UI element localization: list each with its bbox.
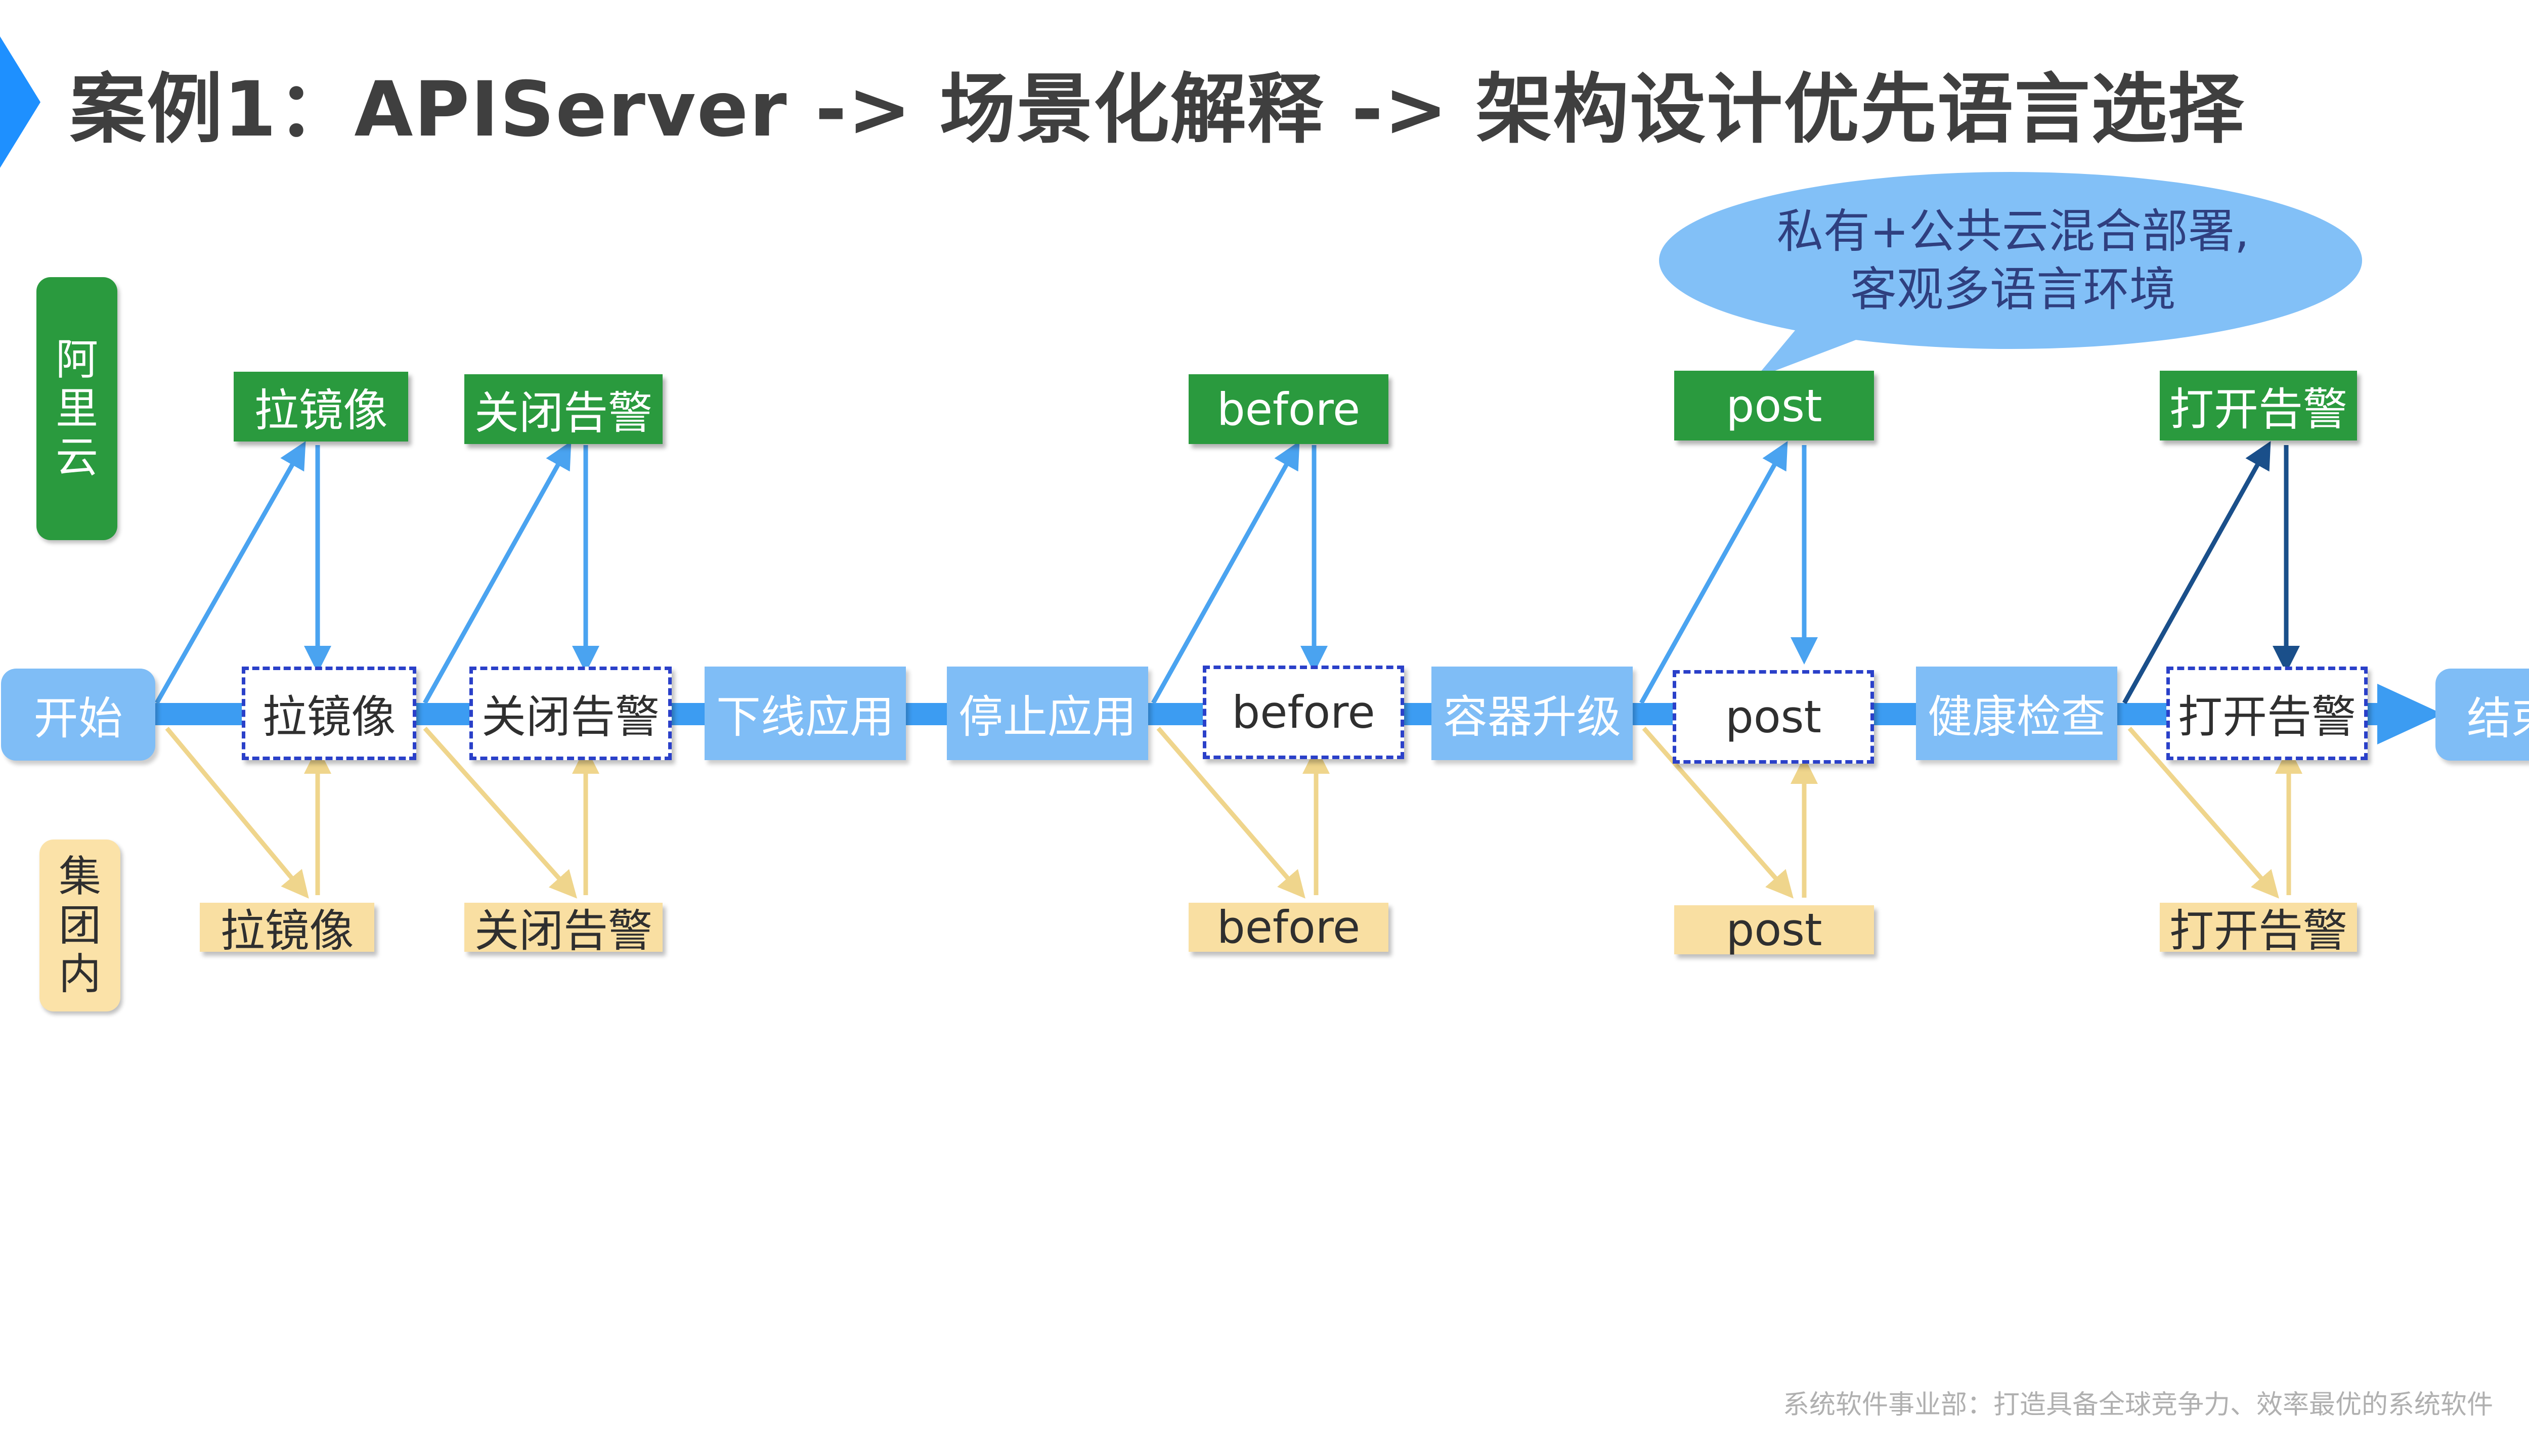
aliyun-pull-image: 拉镜像 xyxy=(234,372,408,442)
bubble-line-1: 私有+公共云混合部署, xyxy=(1776,204,2250,258)
flow-stop-app: 停止应用 xyxy=(947,667,1148,760)
arrow-to-group-pull xyxy=(165,727,309,899)
arrow-start-to-aliyun-pull xyxy=(155,441,306,704)
arrow-to-aliyun-close xyxy=(423,441,572,704)
flow-container-upgrade: 容器升级 xyxy=(1431,667,1633,760)
lane-label-group-text: 集 团 内 xyxy=(58,852,101,999)
group-pull-image: 拉镜像 xyxy=(200,903,374,957)
speech-bubble xyxy=(1659,172,2362,378)
lane-label-aliyun-text: 阿 里 云 xyxy=(55,335,98,482)
flow-pull-image: 拉镜像 xyxy=(242,667,416,760)
lane-label-group: 集 团 内 xyxy=(39,840,120,1011)
arrow-to-group-open xyxy=(2127,727,2279,899)
group-close-alarm: 关闭告警 xyxy=(464,903,663,957)
footer-slogan: 系统软件事业部：打造具备全球竞争力、效率最优的系统软件 xyxy=(1783,1390,2494,1420)
group-open-alarm: 打开告警 xyxy=(2160,903,2357,957)
arrow-to-group-before xyxy=(1156,727,1305,899)
aliyun-open-alarm: 打开告警 xyxy=(2160,371,2357,440)
flow-open-alarm: 打开告警 xyxy=(2166,667,2368,760)
aliyun-post: post xyxy=(1674,371,1874,440)
flow-offline-app: 下线应用 xyxy=(705,667,906,760)
aliyun-before: before xyxy=(1189,374,1388,444)
group-before: before xyxy=(1189,901,1388,953)
flow-start: 开始 xyxy=(1,669,155,761)
aliyun-close-alarm: 关闭告警 xyxy=(464,374,663,444)
arrow-to-aliyun-open xyxy=(2122,441,2271,704)
bubble-text: 私有+公共云混合部署, 客观多语言环境 xyxy=(1659,202,2367,319)
bubble-line-2: 客观多语言环境 xyxy=(1850,262,2176,317)
arrow-to-aliyun-before xyxy=(1151,441,1300,704)
flow-post: post xyxy=(1673,670,1874,764)
group-post: post xyxy=(1674,904,1874,956)
flow-health-check: 健康检查 xyxy=(1916,667,2117,760)
flow-end: 结束 xyxy=(2435,669,2529,761)
page-title: 案例1：APIServer -> 场景化解释 -> 架构设计优先语言选择 xyxy=(70,66,2245,154)
arrow-to-aliyun-post xyxy=(1639,441,1788,704)
flow-before: before xyxy=(1203,666,1404,759)
flow-close-alarm: 关闭告警 xyxy=(469,667,672,760)
arrow-to-group-post xyxy=(1642,727,1794,899)
title-accent-chevron xyxy=(0,36,40,168)
arrow-to-group-close xyxy=(423,727,577,899)
lane-label-aliyun: 阿 里 云 xyxy=(36,277,117,540)
